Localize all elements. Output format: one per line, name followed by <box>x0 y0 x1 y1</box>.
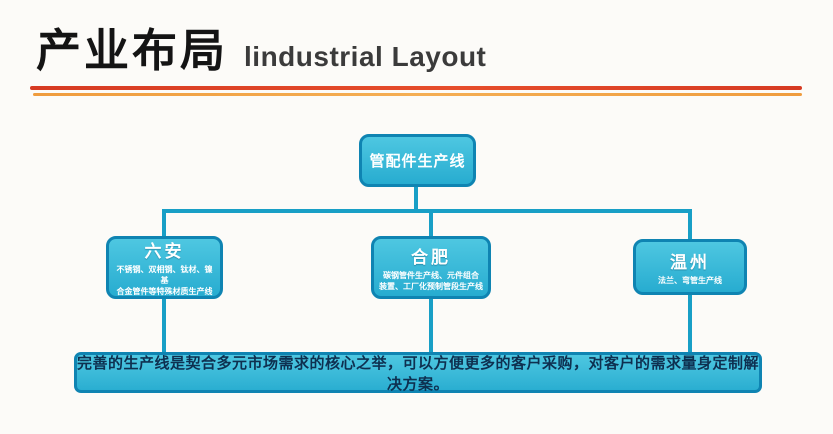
page-title-en: lindustrial Layout <box>244 41 487 72</box>
connector-top-hefei <box>429 209 433 239</box>
node-wenzhou: 温州 法兰、弯管生产线 <box>633 239 747 295</box>
summary-text: 完善的生产线是契合多元市场需求的核心之举，可以方便更多的客户采购，对客户的需求量… <box>77 354 760 393</box>
node-hefei-desc: 碳钢管件生产线、元件组合 装置、工厂化预制管段生产线 <box>379 271 483 293</box>
page-header: 产业布局 lindustrial Layout <box>36 14 486 79</box>
connector-root-stem <box>414 185 418 211</box>
node-wenzhou-desc: 法兰、弯管生产线 <box>658 276 722 287</box>
node-wenzhou-title: 温州 <box>670 252 710 272</box>
node-luan: 六安 不锈钢、双相钢、钛材、镍基 合金管件等特殊材质生产线 <box>106 236 223 299</box>
title-divider-red-line <box>30 86 802 90</box>
node-wenzhou-desc-line1: 法兰、弯管生产线 <box>658 275 722 285</box>
node-hefei-desc-line1: 碳钢管件生产线、元件组合 <box>383 270 479 280</box>
connector-horizontal <box>162 209 692 213</box>
node-hefei-desc-line2: 装置、工厂化预制管段生产线 <box>379 281 483 291</box>
node-luan-desc: 不锈钢、双相钢、钛材、镍基 合金管件等特殊材质生产线 <box>113 265 216 297</box>
connector-top-luan <box>162 209 166 239</box>
page-title-zh: 产业布局 <box>36 25 229 76</box>
title-divider-orange-line <box>33 93 802 96</box>
summary-bar: 完善的生产线是契合多元市场需求的核心之举，可以方便更多的客户采购，对客户的需求量… <box>74 352 762 393</box>
node-hefei: 合肥 碳钢管件生产线、元件组合 装置、工厂化预制管段生产线 <box>371 236 491 299</box>
node-hefei-title: 合肥 <box>411 247 451 267</box>
node-luan-title: 六安 <box>144 242 185 262</box>
connector-bottom-wenzhou <box>688 293 692 354</box>
connector-bottom-luan <box>162 297 166 354</box>
root-node-label: 管配件生产线 <box>369 153 466 170</box>
connector-bottom-hefei <box>429 297 433 354</box>
node-luan-desc-line2: 合金管件等特殊材质生产线 <box>116 286 213 296</box>
connector-top-wenzhou <box>688 209 692 242</box>
root-node: 管配件生产线 <box>359 134 476 187</box>
node-luan-desc-line1: 不锈钢、双相钢、钛材、镍基 <box>116 265 213 286</box>
